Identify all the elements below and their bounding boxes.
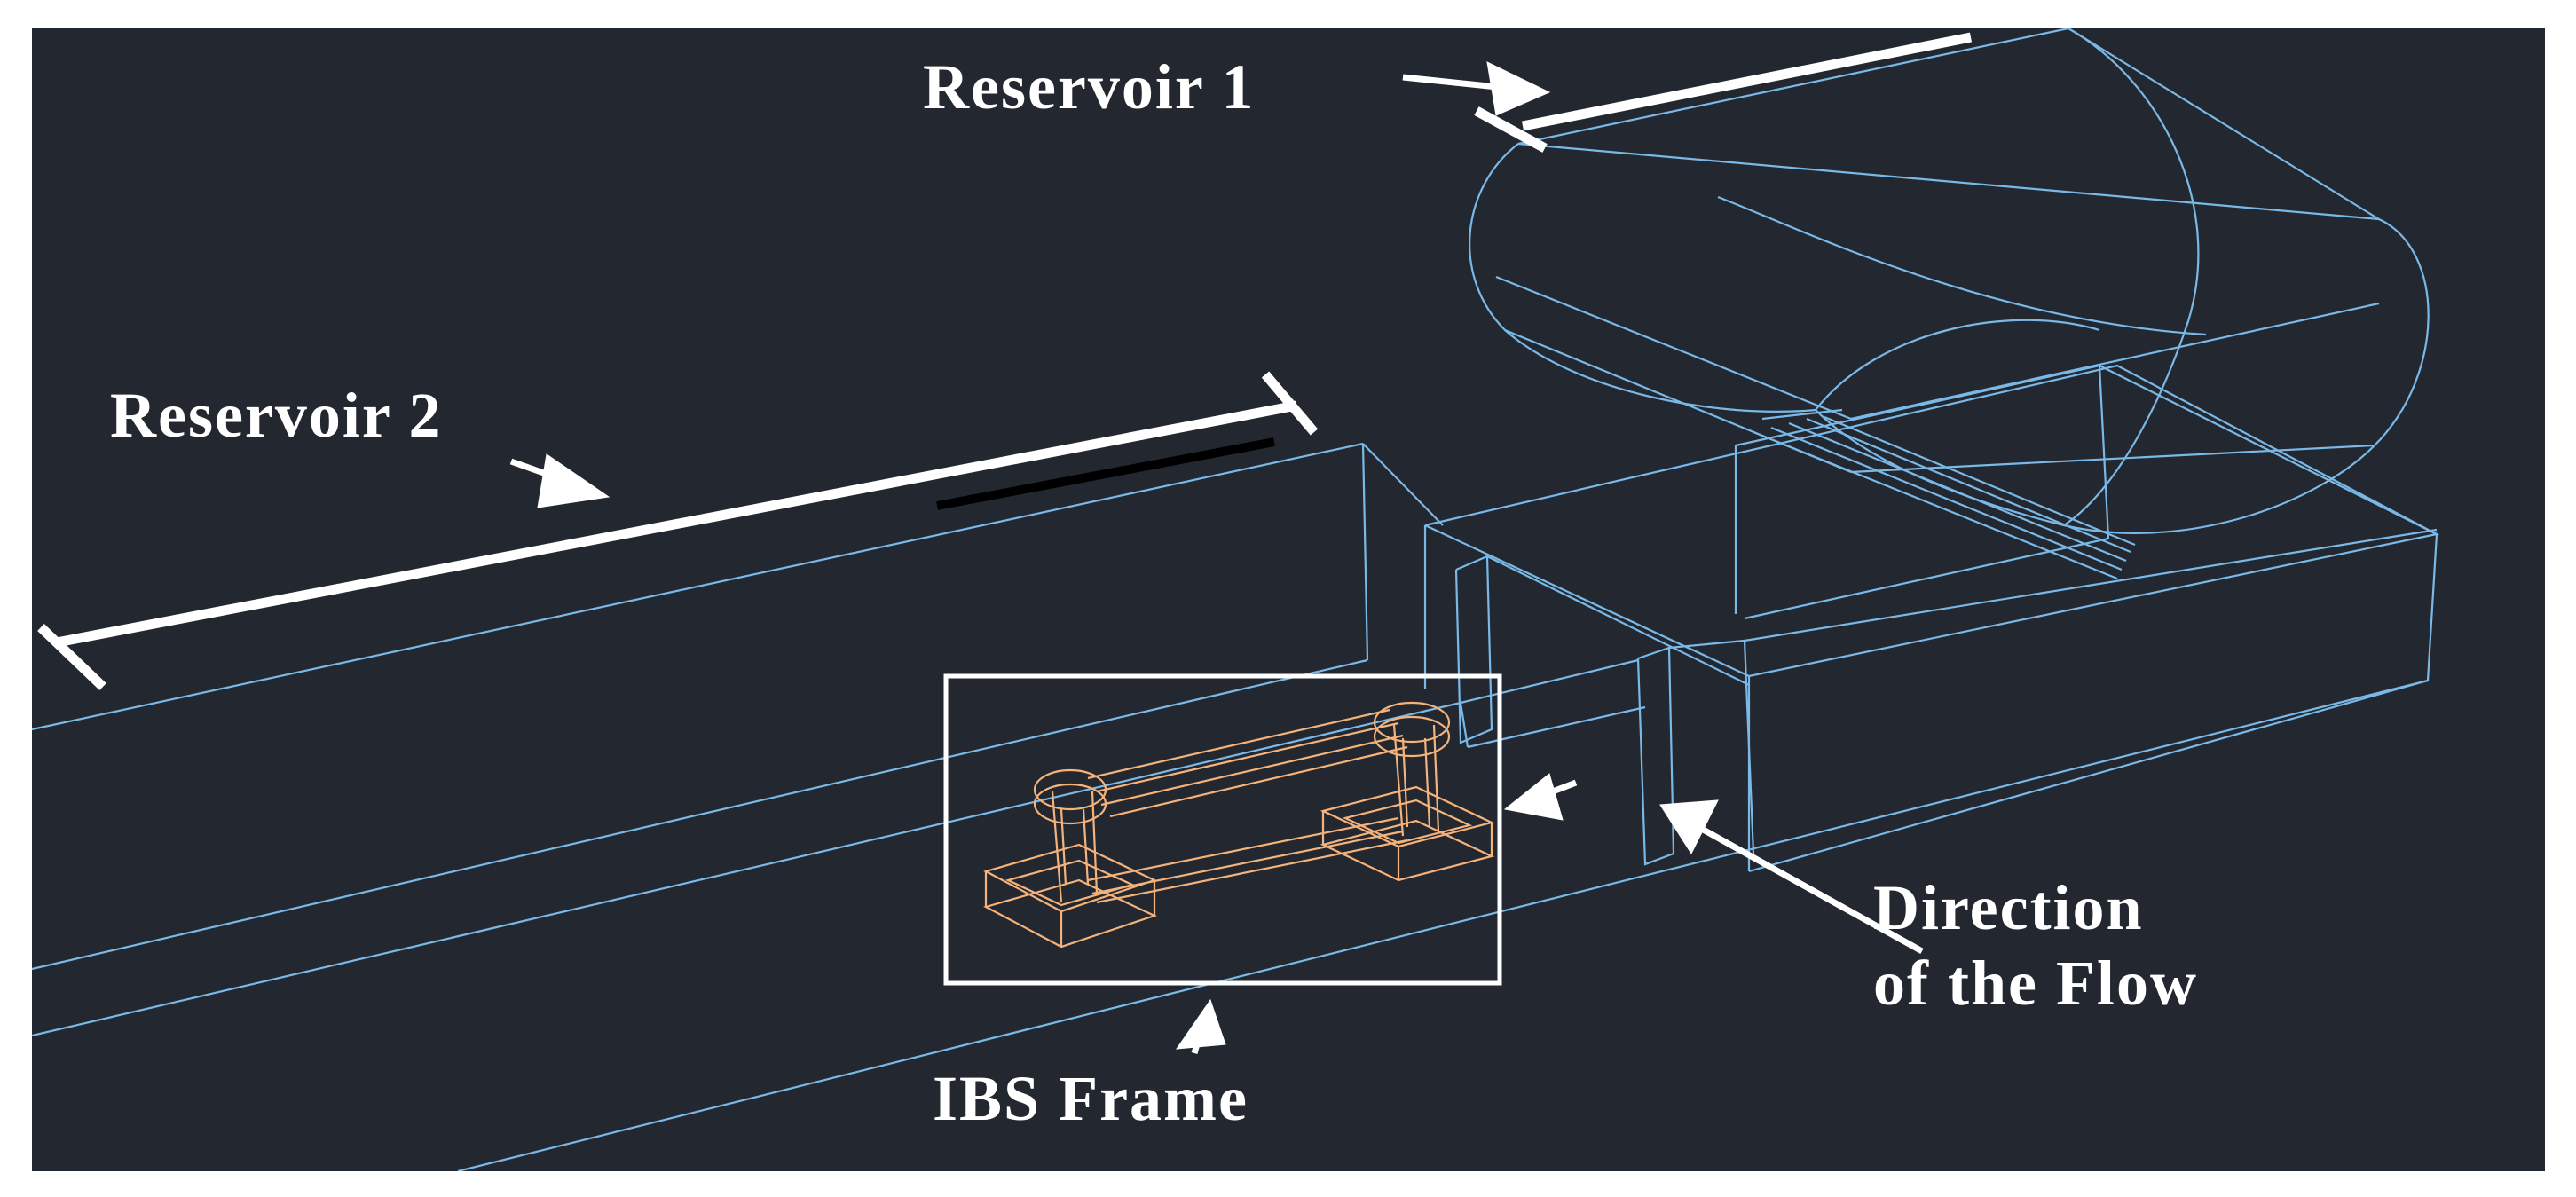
reservoir-1-arrow-icon [1486, 61, 1551, 116]
ibs-frame-label: IBS Frame [933, 1063, 1249, 1134]
arrows [509, 61, 1924, 1054]
cad-viewport[interactable]: Reservoir 1 Reservoir 2 Direction of the… [32, 28, 2545, 1171]
reservoir-2-dimension-tick-left [37, 624, 106, 690]
flow-direction-short-arrow-icon [1503, 773, 1564, 821]
reservoir-1-dimension-tick-left [1474, 106, 1548, 153]
flow-direction-arrow-icon [1659, 799, 1719, 855]
reservoir-1-tank [1469, 28, 2430, 580]
ibs-frame-arrow-icon [1175, 998, 1226, 1050]
connection-structure [1423, 364, 2440, 873]
annotations [37, 32, 1973, 986]
reservoir-2-dimension-tick-right [1261, 371, 1319, 436]
flow-direction-label-line-2: of the Flow [1873, 948, 2198, 1019]
reservoir-2-label: Reservoir 2 [110, 380, 443, 451]
reservoir-1-label: Reservoir 1 [923, 51, 1256, 122]
reservoir-2-channel [32, 442, 2429, 1171]
reservoir-1-dimension-line [1521, 32, 1973, 131]
ibs-frame-highlight-box [943, 673, 1502, 986]
reservoir-2-dimension-line [55, 400, 1298, 648]
channel-wireframe-drawing [32, 28, 2440, 1171]
ibs-frame-model [983, 701, 1495, 949]
flow-direction-label-line-1: Direction [1873, 872, 2144, 943]
reservoir-2-arrow-icon [537, 453, 611, 508]
